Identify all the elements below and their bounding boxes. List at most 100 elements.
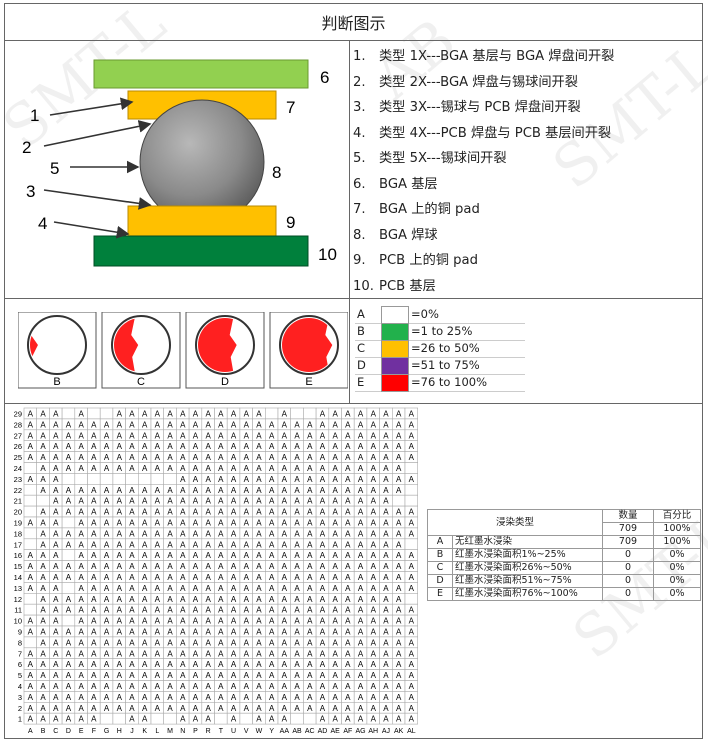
summary-total-count: 709 xyxy=(602,522,654,536)
grid-cell-value: A xyxy=(104,519,110,528)
grid-cell-value: A xyxy=(358,464,364,473)
legend-row: A=0% xyxy=(355,306,525,324)
grid-col-label: M xyxy=(167,728,173,735)
grid-cell-value: A xyxy=(307,475,313,484)
grid-col-label: AF xyxy=(343,728,352,735)
grid-cell-value: A xyxy=(231,682,237,691)
grid-cell-value: A xyxy=(358,660,364,669)
grid-cell-value: A xyxy=(332,628,338,637)
grid-cell-value: A xyxy=(78,660,84,669)
grid-cell-value: A xyxy=(91,617,97,626)
summary-code: E xyxy=(427,587,453,601)
grid-cell-value: A xyxy=(53,410,59,419)
grid-col-label: K xyxy=(142,728,147,735)
grid-cell-value: A xyxy=(91,584,97,593)
grid-col-label: AG xyxy=(355,728,365,735)
grid-cell-value: A xyxy=(91,715,97,724)
grid-cell-value: A xyxy=(345,453,351,462)
grid-cell-value: A xyxy=(371,464,377,473)
grid-cell xyxy=(61,473,76,485)
legend-swatch xyxy=(381,323,409,341)
grid-cell-value: A xyxy=(142,519,148,528)
grid-cell-value: A xyxy=(332,464,338,473)
grid-cell-value: A xyxy=(155,617,161,626)
grid-cell-value: A xyxy=(218,410,224,419)
grid-cell-value: A xyxy=(193,595,199,604)
grid-cell-value: A xyxy=(142,693,148,702)
grid-cell-value: A xyxy=(91,508,97,517)
grid-cell-value: A xyxy=(180,704,186,713)
grid-cell-value: A xyxy=(396,508,402,517)
grid-col-label: AD xyxy=(318,728,328,735)
grid-cell-value: A xyxy=(218,551,224,560)
grid-cell-value: A xyxy=(78,464,84,473)
grid-cell-value: A xyxy=(320,420,326,429)
grid-cell-value: A xyxy=(167,562,173,571)
grid-col-label: H xyxy=(117,728,122,735)
grid-cell xyxy=(391,494,406,507)
grid-cell-value: A xyxy=(409,660,415,669)
grid-cell-value: A xyxy=(205,519,211,528)
grid-cell-value: A xyxy=(307,508,313,517)
grid-cell-value: A xyxy=(371,551,377,560)
grid-cell-value: A xyxy=(409,638,415,647)
grid-cell-value: A xyxy=(104,595,110,604)
summary-pct: 0% xyxy=(653,587,701,601)
grid-cell xyxy=(404,712,418,725)
grid-cell-value: A xyxy=(117,497,123,506)
grid-cell xyxy=(23,505,37,518)
grid-cell-value: A xyxy=(167,671,173,680)
grid-col-label: U xyxy=(231,728,236,735)
grid-cell-value: A xyxy=(180,628,186,637)
grid-col-label: L xyxy=(155,728,159,735)
grid-cell-value: A xyxy=(371,704,377,713)
grid-cell-value: A xyxy=(294,442,300,451)
grid-cell-value: A xyxy=(244,649,250,658)
grid-cell-value: A xyxy=(345,431,351,440)
grid-cell-value: A xyxy=(256,420,262,429)
grid-cell-value: A xyxy=(383,551,389,560)
grid-cell-value: A xyxy=(383,453,389,462)
grid-cell-value: A xyxy=(409,562,415,571)
list-text: 类型 5X---锡球间开裂 xyxy=(379,151,507,166)
grid-cell-value: A xyxy=(358,704,364,713)
grid-cell-value: A xyxy=(320,704,326,713)
grid-cell-value: A xyxy=(345,715,351,724)
grid-cell-value: A xyxy=(78,704,84,713)
sample-C: C xyxy=(101,312,181,389)
grid-cell-value: A xyxy=(409,671,415,680)
grid-cell-value: A xyxy=(320,497,326,506)
grid-cell-value: A xyxy=(383,442,389,451)
grid-cell-value: A xyxy=(180,551,186,560)
grid-col-label: Y xyxy=(269,728,274,735)
grid-cell-value: A xyxy=(28,649,34,658)
grid-cell-value: A xyxy=(205,649,211,658)
grid-cell-value: A xyxy=(40,551,46,560)
grid-cell-value: A xyxy=(320,573,326,582)
page-title: 判断图示 xyxy=(4,3,703,41)
grid-cell-value: A xyxy=(53,562,59,571)
grid-cell xyxy=(23,603,37,616)
list-number: 6. xyxy=(353,176,366,192)
grid-row-label: 23 xyxy=(14,475,22,484)
grid-cell xyxy=(61,614,76,627)
legend-label: =0% xyxy=(411,307,439,321)
grid-cell-value: A xyxy=(244,573,250,582)
grid-cell-value: A xyxy=(320,529,326,538)
grid-cell-value: A xyxy=(53,551,59,560)
grid-cell-value: A xyxy=(409,704,415,713)
grid-cell-value: A xyxy=(294,671,300,680)
grid-cell xyxy=(61,549,76,561)
grid-cell xyxy=(290,712,304,725)
grid-cell-value: A xyxy=(358,628,364,637)
grid-cell-value: A xyxy=(167,529,173,538)
grid-cell-value: A xyxy=(40,649,46,658)
grid-cell-value: A xyxy=(117,442,123,451)
grid-cell-value: A xyxy=(269,671,275,680)
grid-cell-value: A xyxy=(129,540,135,549)
grid-cell-value: A xyxy=(104,628,110,637)
grid-cell-value: A xyxy=(269,562,275,571)
list-text: 类型 2X---BGA 焊盘与锡球间开裂 xyxy=(379,74,578,90)
grid-cell-value: A xyxy=(167,649,173,658)
